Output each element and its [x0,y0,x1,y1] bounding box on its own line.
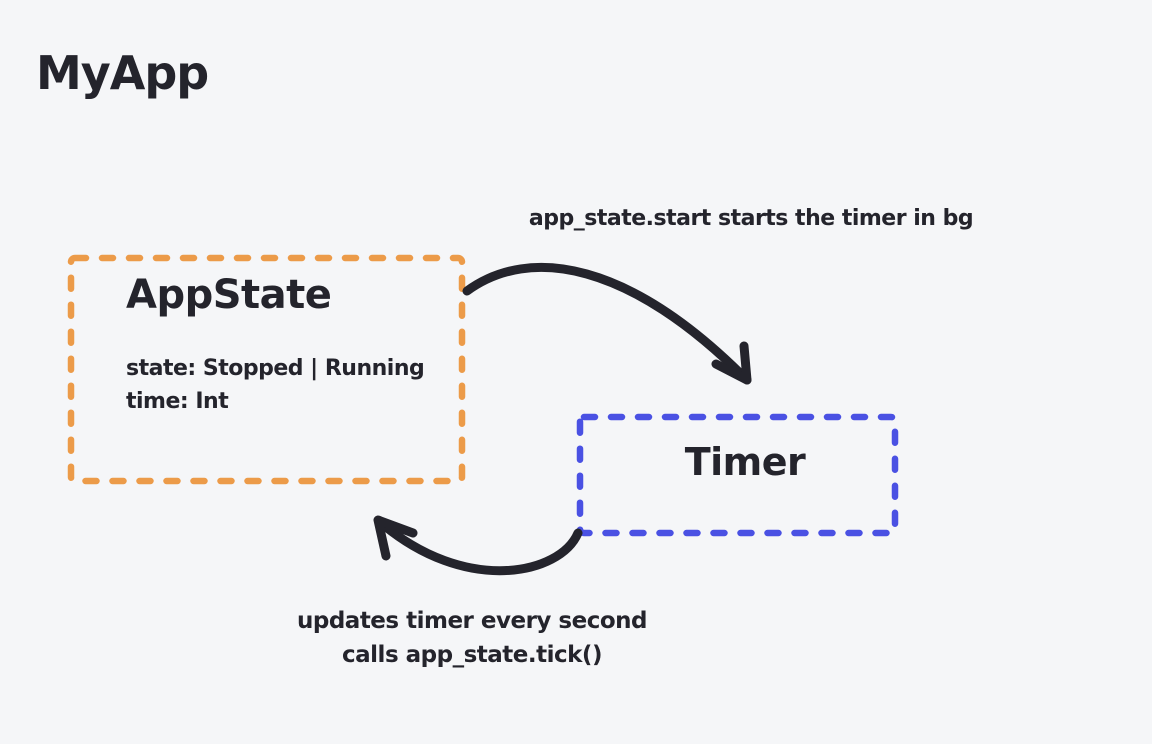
node-timer-box [576,413,899,537]
node-appstate-box [67,254,466,485]
arrow-label-tick-line2: calls app_state.tick() [342,642,602,668]
arrow-label-start-timer: app_state.start starts the timer in bg [528,206,974,231]
arrow-label-tick-line1: updates timer every second [296,608,648,634]
arrow-label-tick: updates timer every second calls app_sta… [296,604,648,672]
node-appstate-field-time: time: Int [126,389,229,414]
arrowhead-appstate-to-timer-icon [711,341,752,385]
arrow-timer-to-appstate [375,517,583,576]
arrowhead-timer-to-appstate-icon [373,515,418,561]
node-appstate-field-state: state: Stopped | Running [126,356,425,381]
arrow-appstate-to-timer [462,262,752,385]
node-appstate-fields: state: Stopped | Running time: Int [126,352,425,418]
node-timer-title: Timer [684,440,806,484]
node-appstate-title: AppState [126,272,332,318]
diagram-title: MyApp [36,46,209,100]
